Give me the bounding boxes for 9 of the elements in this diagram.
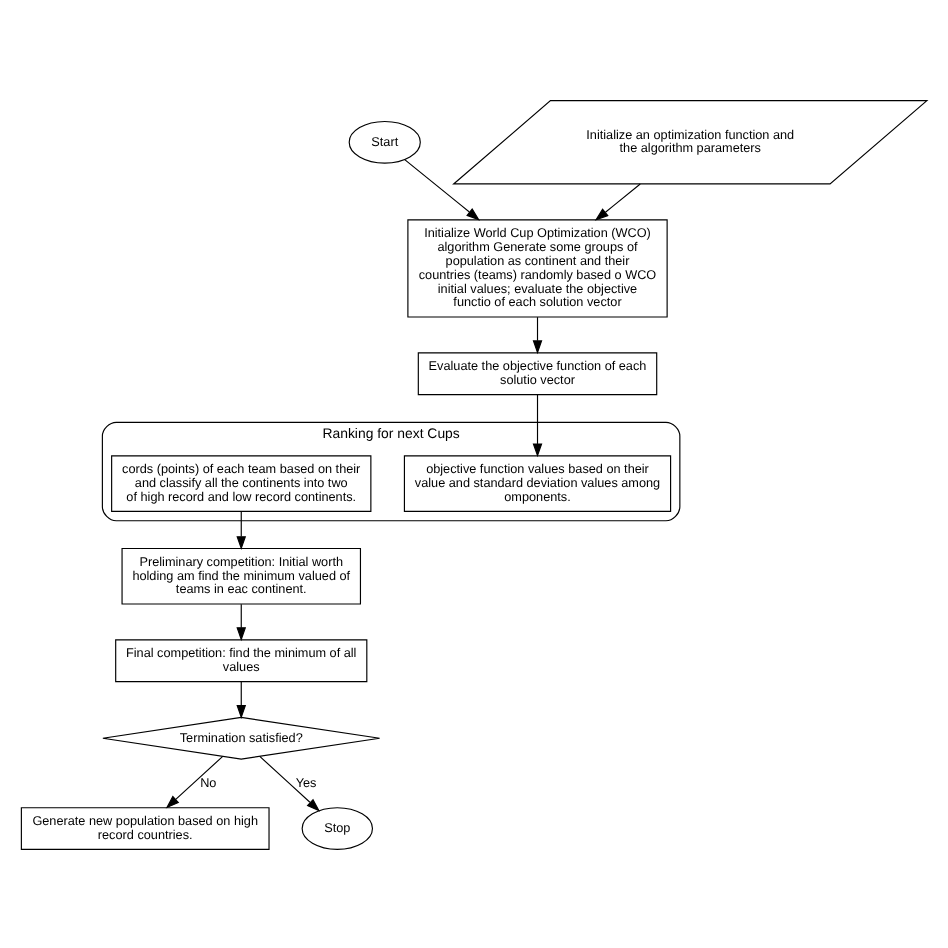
- arrow: [532, 393, 543, 457]
- arrow: [259, 754, 321, 811]
- arrow: [404, 158, 480, 220]
- arrow: [236, 680, 247, 718]
- arrow: [236, 602, 247, 641]
- arrow: [532, 315, 543, 354]
- arrow: [594, 182, 641, 220]
- arrow: [236, 510, 247, 550]
- arrow: [165, 754, 224, 808]
